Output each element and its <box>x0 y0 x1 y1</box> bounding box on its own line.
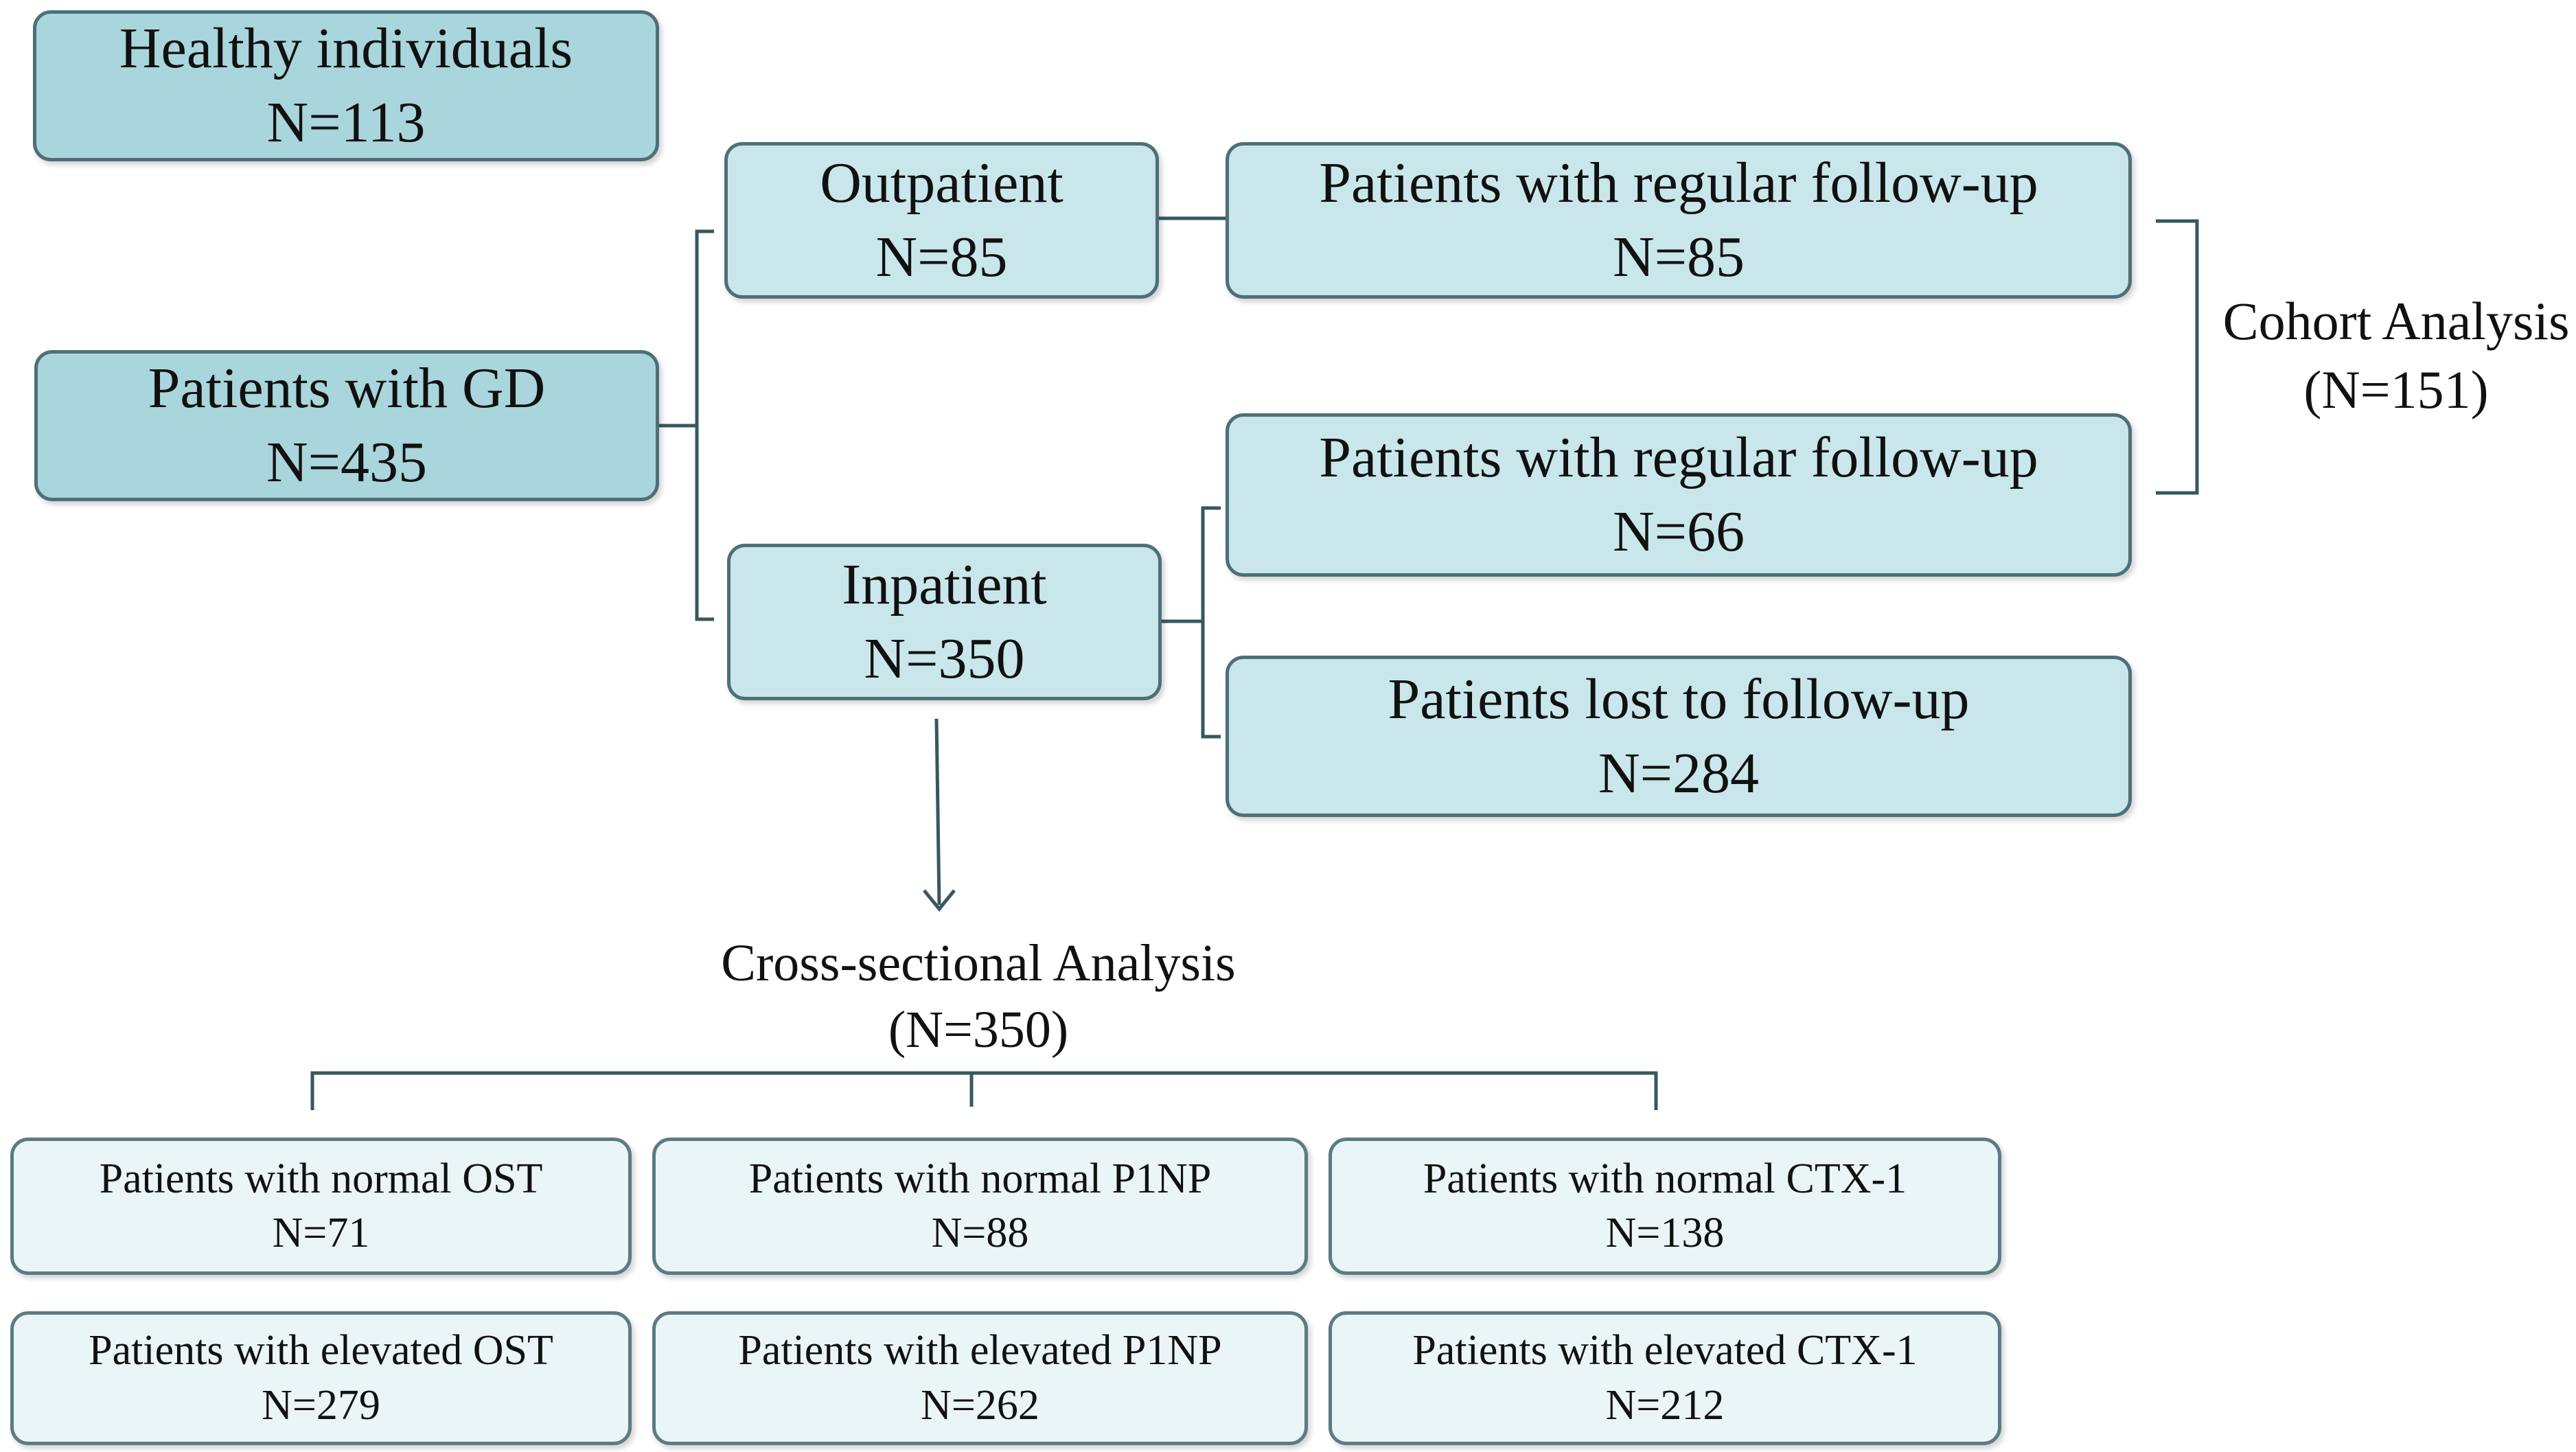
inpatient-box: Inpatient N=350 <box>727 544 1162 700</box>
outpatient-count: N=85 <box>875 225 1008 289</box>
normal-p1np-count: N=88 <box>931 1210 1029 1256</box>
gd-title: Patients with GD <box>148 356 546 421</box>
healthy-count: N=113 <box>266 91 426 154</box>
elevated-ctx1-count: N=212 <box>1605 1381 1725 1429</box>
gd-bracket <box>695 229 714 621</box>
normal-ctx1-title: Patients with normal CTX-1 <box>1423 1155 1907 1202</box>
lost-followup-box: Patients lost to follow-up N=284 <box>1226 656 2132 817</box>
inpatient-followup-count: N=66 <box>1612 500 1745 564</box>
normal-ost-box: Patients with normal OST N=71 <box>10 1138 632 1275</box>
patients-gd-box: Patients with GD N=435 <box>34 350 659 501</box>
normal-ctx1-count: N=138 <box>1605 1210 1725 1256</box>
normal-ost-count: N=71 <box>272 1210 370 1256</box>
inpatient-title: Inpatient <box>842 553 1047 617</box>
elevated-p1np-count: N=262 <box>921 1381 1039 1429</box>
inpatient-followup-box: Patients with regular follow-up N=66 <box>1226 413 2132 577</box>
outpatient-followup-count: N=85 <box>1612 225 1745 289</box>
inpatient-followup-title: Patients with regular follow-up <box>1319 426 2038 490</box>
elevated-ost-title: Patients with elevated OST <box>89 1327 553 1374</box>
healthy-title: Healthy individuals <box>119 16 573 81</box>
outpatient-followup-title: Patients with regular follow-up <box>1319 151 2038 216</box>
cross-sectional-arrow-line <box>934 718 941 906</box>
cross-sectional-arrowhead <box>923 889 956 912</box>
lost-followup-count: N=284 <box>1598 741 1760 805</box>
healthy-individuals-box: Healthy individuals N=113 <box>33 10 659 161</box>
elevated-ctx1-box: Patients with elevated CTX-1 N=212 <box>1329 1311 2001 1445</box>
elevated-ctx1-title: Patients with elevated CTX-1 <box>1412 1327 1918 1374</box>
cohort-analysis-count: (N=151) <box>2303 359 2489 419</box>
normal-ctx1-box: Patients with normal CTX-1 N=138 <box>1329 1138 2001 1275</box>
lost-followup-title: Patients lost to follow-up <box>1388 667 1970 731</box>
cross-sectional-title: Cross-sectional Analysis <box>721 934 1236 992</box>
cohort-analysis-title: Cohort Analysis <box>2222 291 2570 351</box>
outpatient-box: Outpatient N=85 <box>724 142 1159 299</box>
cross-sectional-fork <box>310 1071 1658 1110</box>
outpatient-title: Outpatient <box>820 151 1063 216</box>
outpatient-followup-box: Patients with regular follow-up N=85 <box>1226 142 2132 299</box>
normal-p1np-title: Patients with normal P1NP <box>748 1155 1212 1202</box>
elevated-p1np-box: Patients with elevated P1NP N=262 <box>652 1311 1308 1445</box>
cohort-analysis-label: Cohort Analysis (N=151) <box>2218 287 2575 424</box>
cross-sectional-count: (N=350) <box>888 1001 1069 1059</box>
elevated-p1np-title: Patients with elevated P1NP <box>738 1327 1222 1374</box>
inpatient-count: N=350 <box>864 627 1025 691</box>
gd-count: N=435 <box>266 430 428 494</box>
inpatient-bracket <box>1201 506 1221 739</box>
normal-p1np-box: Patients with normal P1NP N=88 <box>652 1138 1308 1275</box>
elevated-ost-count: N=279 <box>262 1381 380 1429</box>
cross-sectional-analysis-label: Cross-sectional Analysis (N=350) <box>676 930 1280 1064</box>
elevated-ost-box: Patients with elevated OST N=279 <box>10 1311 632 1445</box>
cohort-bracket <box>2156 219 2199 495</box>
normal-ost-title: Patients with normal OST <box>99 1155 543 1202</box>
